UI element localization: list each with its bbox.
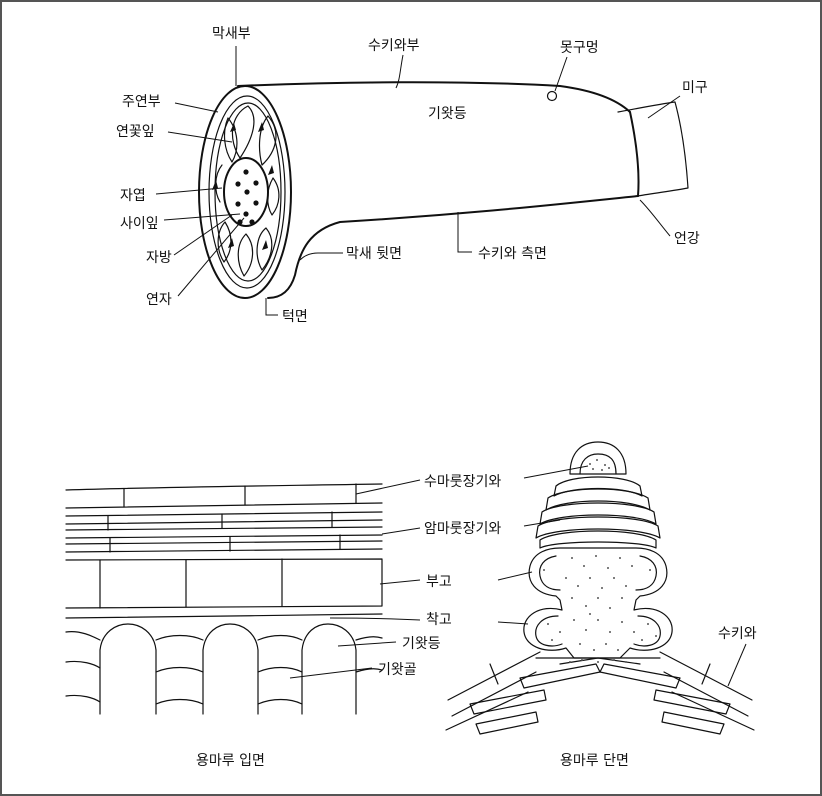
section-leader-lines bbox=[497, 465, 747, 687]
label-juyeonbu: 주연부 bbox=[122, 94, 161, 110]
label-teokmyeon: 턱면 bbox=[282, 309, 308, 325]
elevation-labels: 수마룻장기와 암마룻장기와 부고 착고 기왓등 기왓골 bbox=[378, 474, 501, 678]
label-eongang: 언강 bbox=[674, 231, 700, 247]
label-maksae-dwitmyeon: 막새 뒷면 bbox=[346, 246, 402, 262]
sumaksae-tile-drawing bbox=[198, 81, 689, 299]
mortar-stipple bbox=[543, 555, 657, 651]
label-saiip: 사이잎 bbox=[120, 216, 159, 232]
caption-ridge-section: 용마루 단면 bbox=[560, 753, 629, 769]
label-motgumeong: 못구멍 bbox=[560, 40, 599, 56]
ridge-section-drawing bbox=[445, 441, 755, 735]
label-yeonja: 연자 bbox=[146, 292, 172, 308]
label-migu: 미구 bbox=[682, 80, 708, 96]
label-yeonkkotip: 연꽃잎 bbox=[116, 124, 155, 140]
top-labels: 막새부 수키와부 못구멍 미구 기왓등 주연부 연꽃잎 자엽 사이잎 자방 연자… bbox=[116, 26, 708, 325]
label-ammarut: 암마룻장기와 bbox=[424, 521, 501, 537]
label-jayeop: 자엽 bbox=[120, 188, 146, 204]
section-labels: 수키와 bbox=[718, 626, 757, 642]
label-sukiwabu: 수키와부 bbox=[368, 38, 420, 54]
top-leader-lines bbox=[155, 46, 681, 316]
elevation-leader-lines bbox=[289, 479, 421, 679]
label-sumarut: 수마룻장기와 bbox=[424, 474, 501, 490]
caption-ridge-elevation: 용마루 입면 bbox=[196, 753, 265, 769]
label-giwatdeung: 기왓등 bbox=[402, 636, 441, 652]
label-giwatdeung-top: 기왓등 bbox=[428, 106, 467, 122]
label-maksaebu: 막새부 bbox=[212, 26, 251, 42]
label-giwatgol: 기왓골 bbox=[378, 662, 417, 678]
label-sukiwa: 수키와 bbox=[718, 626, 757, 642]
ridge-elevation-drawing bbox=[65, 483, 383, 715]
label-bugo: 부고 bbox=[426, 574, 452, 590]
label-jabang: 자방 bbox=[146, 250, 172, 266]
label-sukiwa-cheukmyeon: 수키와 측면 bbox=[478, 246, 547, 262]
label-chakgo: 착고 bbox=[426, 612, 452, 628]
